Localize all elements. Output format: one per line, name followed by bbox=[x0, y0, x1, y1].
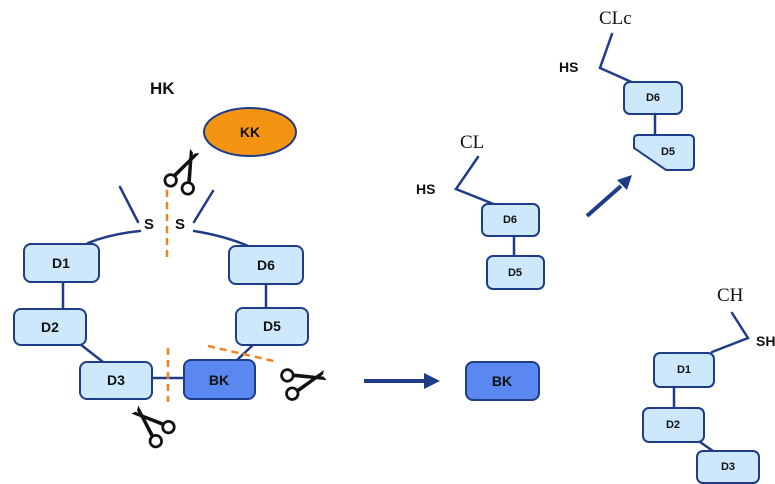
cl-label: CL bbox=[460, 132, 484, 153]
cl-hs-label: HS bbox=[416, 181, 435, 197]
domain-d6 bbox=[228, 245, 304, 285]
ch-label: CH bbox=[717, 285, 744, 306]
clc-hs-label: HS bbox=[559, 59, 578, 75]
domain-d1-label: D1 bbox=[52, 255, 70, 271]
clc-thiol-stroke bbox=[598, 32, 638, 86]
chain-bk-d5 bbox=[235, 342, 256, 362]
ch-domain-d3 bbox=[696, 450, 760, 484]
ch-domain-d3-label: D3 bbox=[721, 461, 735, 473]
domain-d5-label: D5 bbox=[263, 318, 281, 334]
ch-domain-d2 bbox=[642, 407, 705, 443]
domain-bk-label: BK bbox=[209, 372, 229, 388]
chain-s-d1 bbox=[86, 229, 142, 245]
disulfide-s-right: S bbox=[175, 216, 185, 233]
domain-d3-label: D3 bbox=[107, 372, 125, 388]
released-bk bbox=[465, 361, 540, 401]
domain-d2-label: D2 bbox=[41, 319, 59, 335]
clc-domain-d5-truncated bbox=[633, 134, 695, 171]
domain-d6-label: D6 bbox=[257, 257, 275, 273]
bridge-stroke-left bbox=[118, 185, 140, 224]
chain-s-d6 bbox=[192, 229, 250, 248]
domain-d2 bbox=[13, 308, 87, 346]
cleavage-arrow bbox=[585, 184, 623, 218]
domain-d5 bbox=[235, 307, 309, 346]
chain-d2-d3 bbox=[78, 342, 105, 364]
cl-domain-d5 bbox=[486, 255, 545, 290]
scissors-icon-bottom bbox=[123, 396, 178, 451]
clc-label: CLc bbox=[599, 8, 632, 29]
ch-domain-d1 bbox=[653, 352, 715, 388]
clc-domain-d6 bbox=[623, 81, 683, 115]
kk-ellipse bbox=[203, 107, 297, 157]
disulfide-s-left: S bbox=[144, 216, 154, 233]
scissors-icon-right bbox=[278, 358, 331, 403]
domain-bk bbox=[183, 359, 256, 400]
domain-d1 bbox=[23, 243, 100, 283]
bridge-stroke-right bbox=[192, 189, 215, 224]
hk-title: HK bbox=[150, 79, 175, 98]
cleavage-arrowhead bbox=[617, 175, 632, 190]
released-bk-label: BK bbox=[492, 373, 512, 389]
clc-domain-d6-label: D6 bbox=[646, 92, 660, 104]
kk-label: KK bbox=[240, 124, 260, 140]
ch-thiol-stroke bbox=[710, 311, 750, 354]
clc-domain-d5-label: D5 bbox=[661, 146, 675, 158]
cl-domain-d6-label: D6 bbox=[503, 214, 517, 226]
reaction-arrowhead bbox=[424, 373, 440, 389]
domain-d3 bbox=[79, 361, 153, 400]
ch-sh-label: SH bbox=[756, 333, 775, 349]
cl-domain-d5-label: D5 bbox=[508, 267, 522, 279]
scissors-icon-top bbox=[161, 143, 210, 198]
ch-domain-d1-label: D1 bbox=[677, 364, 691, 376]
cl-thiol-stroke bbox=[454, 155, 498, 207]
ch-domain-d2-label: D2 bbox=[666, 419, 680, 431]
ch-link-d2-d3 bbox=[698, 440, 715, 453]
cl-domain-d6 bbox=[481, 203, 540, 237]
